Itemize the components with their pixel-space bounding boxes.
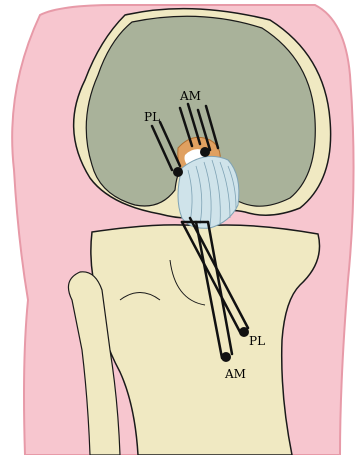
femoral-pl-aperture bbox=[173, 167, 183, 177]
label-femur-am: AM bbox=[179, 89, 201, 103]
label-tibia-pl: PL bbox=[249, 334, 265, 348]
label-femur-pl: PL bbox=[144, 110, 160, 124]
tibial-pl-aperture bbox=[239, 327, 249, 337]
femoral-am-aperture bbox=[200, 147, 210, 157]
label-tibia-am: AM bbox=[224, 367, 246, 381]
tibial-am-aperture bbox=[221, 352, 231, 362]
